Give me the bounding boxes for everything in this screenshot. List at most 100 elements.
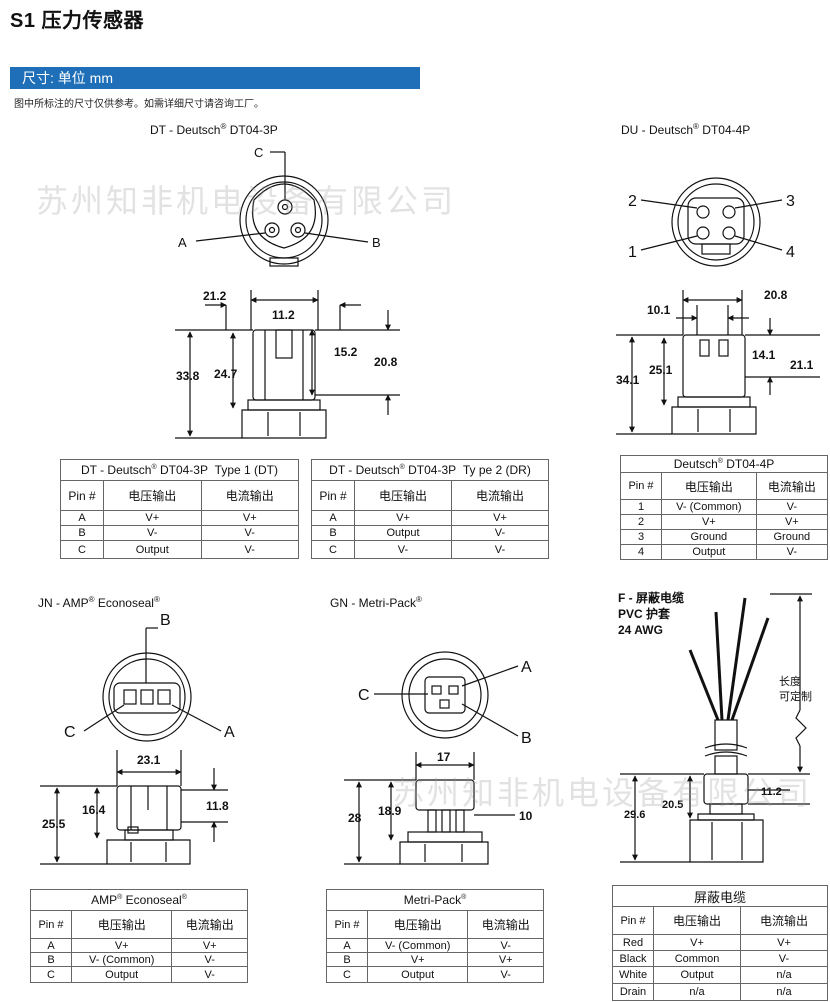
jn-pin-c-label: C — [64, 724, 76, 741]
dt-caption: DT - Deutsch® DT04-3P — [150, 122, 278, 137]
jn-dim-16-4: 16.4 — [82, 803, 106, 817]
gn-pin-b-label: B — [521, 730, 532, 747]
jn-top-view — [83, 627, 222, 742]
f-caption-line2: PVC 护套 — [618, 607, 671, 621]
gn-caption: GN - Metri-Pack® — [330, 595, 422, 610]
f-dim-20-5: 20.5 — [662, 799, 683, 811]
col-pin: Pin # — [620, 472, 662, 500]
du-dim-34-1: 34.1 — [616, 373, 640, 387]
f-caption-line1: F - 屏蔽电缆 — [618, 591, 684, 605]
dt-dim-15-2: 15.2 — [334, 345, 358, 359]
dt-top-view — [195, 151, 369, 267]
col-voltage: 电压输出 — [661, 472, 757, 500]
du-dim-14-1: 14.1 — [752, 348, 776, 362]
gn-dim-10: 10 — [519, 809, 533, 823]
f-length-label-line2: 可定制 — [779, 689, 812, 703]
table-dt-type1: DT - Deutsch® DT04-3P Type 1 (DT) Pin #电… — [60, 459, 299, 559]
section-header: 尺寸: 单位 mm — [10, 67, 420, 89]
dt-dim-11-2: 11.2 — [272, 308, 295, 322]
col-voltage: 电压输出 — [103, 480, 202, 511]
watermark-top: 苏州知非机电设备有限公司 — [36, 182, 457, 220]
col-voltage: 电压输出 — [70, 910, 173, 939]
jn-dim-23-1: 23.1 — [137, 753, 161, 767]
dt-dim-33-8: 33.8 — [176, 369, 200, 383]
dt-dim-24-7: 24.7 — [214, 367, 238, 381]
dt-pin-b-label: B — [372, 235, 381, 250]
dt-dim-21-2: 21.2 — [203, 289, 227, 303]
du-dim-21-1: 21.1 — [790, 358, 814, 372]
dimension-note: 图中所标注的尺寸仅供参考。如需详细尺寸请咨询工厂。 — [14, 99, 264, 110]
col-pin: Pin # — [30, 910, 72, 939]
f-dim-29-6: 29.6 — [624, 809, 645, 821]
col-current: 电流输出 — [755, 472, 829, 500]
col-current: 电流输出 — [171, 910, 248, 939]
col-current: 电流输出 — [200, 480, 299, 511]
f-dim-11-2: 11.2 — [761, 786, 782, 798]
du-caption: DU - Deutsch® DT04-4P — [621, 122, 751, 137]
table-title: AMP® Econoseal® — [30, 889, 248, 911]
col-pin: Pin # — [612, 906, 654, 935]
table-title: DT - Deutsch® DT04-3P Type 1 (DT) — [60, 459, 299, 481]
gn-pin-a-label: A — [521, 659, 532, 676]
du-pin-1-label: 1 — [628, 244, 637, 261]
jn-side-view — [40, 750, 228, 865]
watermark-bottom: 苏州知非机电设备有限公司 — [392, 774, 813, 812]
gn-dim-17: 17 — [437, 750, 451, 764]
du-pin-3-label: 3 — [786, 193, 795, 210]
gn-pin-c-label: C — [358, 687, 370, 704]
table-title: 屏蔽电缆 — [612, 885, 828, 907]
col-voltage: 电压输出 — [354, 480, 452, 511]
du-pin-4-label: 4 — [786, 244, 795, 261]
dt-dim-20-8: 20.8 — [374, 355, 398, 369]
du-pin-2-label: 2 — [628, 193, 637, 210]
dt-pin-c-label: C — [254, 145, 263, 160]
table-title: Deutsch® DT04-4P — [620, 455, 828, 473]
du-dim-10-1: 10.1 — [647, 303, 671, 317]
col-pin: Pin # — [60, 480, 104, 511]
table-dt-type2: DT - Deutsch® DT04-3P Ty pe 2 (DR) Pin #… — [311, 459, 549, 559]
col-current: 电流输出 — [467, 910, 544, 939]
table-title: DT - Deutsch® DT04-3P Ty pe 2 (DR) — [311, 459, 549, 481]
page-title: S1 压力传感器 — [10, 10, 145, 32]
table-title: Metri-Pack® — [326, 889, 544, 911]
jn-caption: JN - AMP® Econoseal® — [38, 595, 160, 610]
col-current: 电流输出 — [740, 906, 828, 935]
col-pin: Pin # — [311, 480, 355, 511]
f-cable-view — [620, 593, 812, 863]
col-voltage: 电压输出 — [366, 910, 469, 939]
f-length-label-line1: 长度 — [779, 674, 801, 688]
jn-pin-b-label: B — [160, 612, 171, 629]
gn-top-view — [374, 651, 519, 739]
col-voltage: 电压输出 — [653, 906, 741, 935]
f-caption-line3: 24 AWG — [618, 623, 663, 637]
du-top-view — [640, 177, 783, 267]
du-side-view — [616, 290, 820, 435]
gn-side-view — [344, 752, 515, 865]
jn-dim-25-5: 25.5 — [42, 817, 66, 831]
jn-pin-a-label: A — [224, 724, 235, 741]
du-dim-25-1: 25.1 — [649, 363, 673, 377]
col-pin: Pin # — [326, 910, 368, 939]
